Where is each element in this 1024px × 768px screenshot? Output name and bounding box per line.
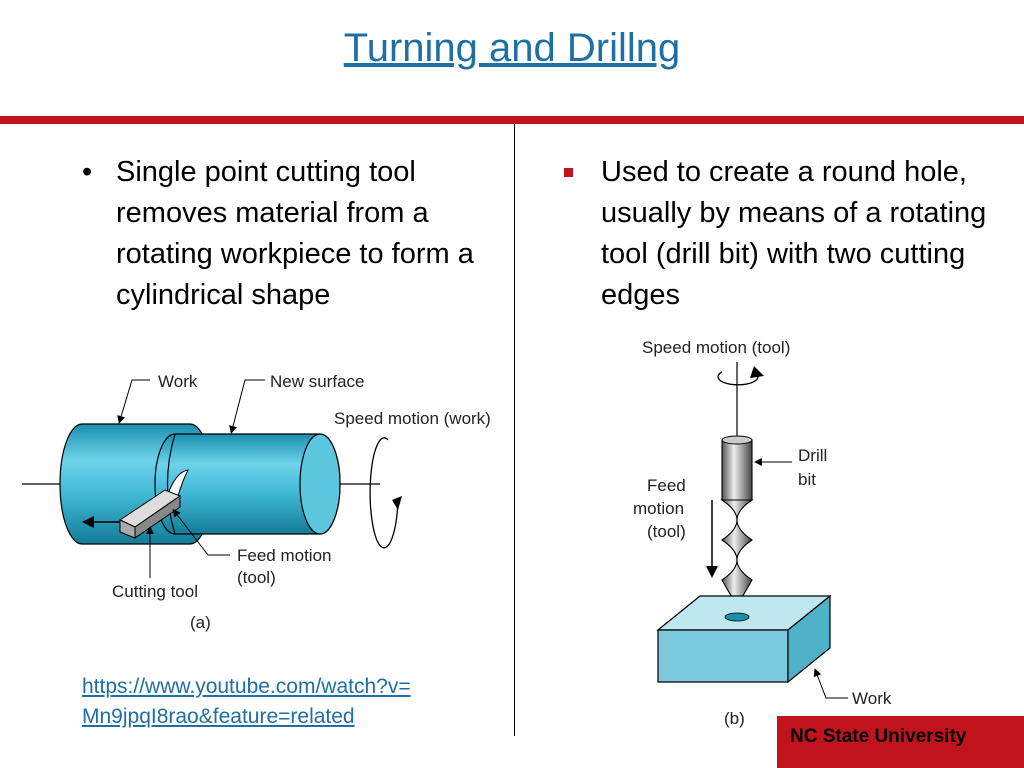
footer-bar xyxy=(777,716,1024,768)
work-block-side xyxy=(787,594,831,684)
drilling-figure xyxy=(656,362,848,699)
column-divider xyxy=(514,124,515,736)
label-speed-motion-work: Speed motion (work) xyxy=(334,409,491,428)
label-tool: (tool) xyxy=(647,522,686,541)
caption-b: (b) xyxy=(724,709,745,728)
turning-figure xyxy=(22,379,402,578)
drill-bit-shank xyxy=(721,439,753,501)
footer-university-name: NC State University xyxy=(790,726,967,747)
label-cutting-tool: Cutting tool xyxy=(112,582,198,601)
label-motion: motion xyxy=(633,499,685,518)
caption-a: (a) xyxy=(190,613,211,632)
left-bullet-text: Single point cutting tool removes materi… xyxy=(116,156,474,311)
label-drill: Drill xyxy=(798,446,828,465)
drilled-hole xyxy=(724,612,750,622)
left-bullet: • Single point cutting tool removes mate… xyxy=(82,152,482,316)
label-speed-motion-tool: Speed motion (tool) xyxy=(642,338,791,357)
right-bullet-text: Used to create a round hole, usually by … xyxy=(601,156,987,311)
youtube-link[interactable]: https://www.youtube.com/watch?v= Mn9jpqI… xyxy=(82,672,411,732)
label-bit: bit xyxy=(798,470,816,489)
work-block-front xyxy=(657,629,789,683)
cylinder-end-face xyxy=(299,433,341,535)
label-feed-motion-tool: (tool) xyxy=(237,568,276,587)
drill-bit-flutes xyxy=(720,499,754,608)
label-work-b: Work xyxy=(852,689,892,708)
speed-rotation-arrow xyxy=(369,437,399,549)
slide-title-wrap: Turning and Drillng xyxy=(0,26,1024,71)
youtube-link-line1: https://www.youtube.com/watch?v= xyxy=(82,675,411,698)
right-bullet: Used to create a round hole, usually by … xyxy=(564,152,994,316)
square-bullet-icon xyxy=(564,168,573,177)
slide-title[interactable]: Turning and Drillng xyxy=(343,26,681,70)
chip xyxy=(167,469,189,497)
label-feed-motion: Feed motion xyxy=(237,546,332,565)
label-feed: Feed xyxy=(647,476,686,495)
title-divider-bar xyxy=(0,116,1024,124)
label-new-surface: New surface xyxy=(270,372,365,391)
bullet-dot: • xyxy=(82,156,93,188)
label-work-a: Work xyxy=(158,372,198,391)
youtube-link-line2: Mn9jpqI8rao&feature=related xyxy=(82,705,355,728)
